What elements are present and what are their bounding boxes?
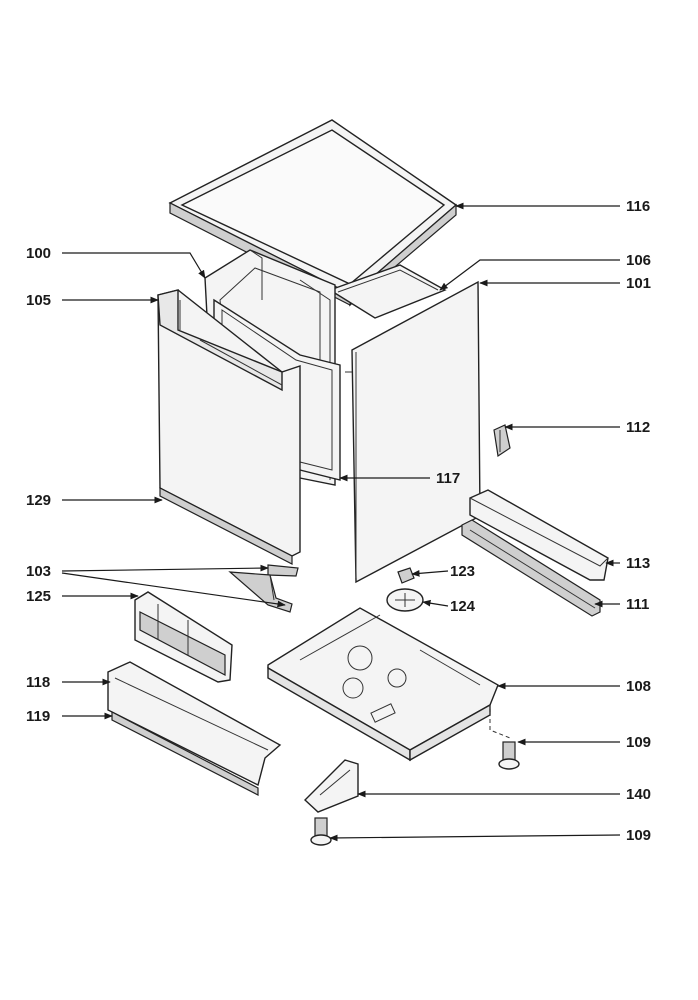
leader-100 [62,252,206,279]
label-108: 108 [626,678,651,695]
label-123: 123 [450,563,475,580]
callout-labels: 116 100 106 101 105 112 117 129 113 103 … [26,198,651,844]
part-125-control-module [134,591,233,683]
label-101: 101 [626,275,651,292]
leader-103a [61,564,269,572]
label-105: 105 [26,292,51,309]
label-118: 118 [26,674,50,691]
label-129: 129 [26,492,51,509]
leader-109b [329,834,621,842]
part-101-side-panel [345,280,481,584]
label-140: 140 [626,786,651,803]
part-109-foot-lower [310,817,332,846]
foot-alignment-line [489,705,511,739]
part-108-base-tray [267,607,499,762]
label-124: 124 [450,598,476,615]
part-140-foot-bracket [303,759,359,813]
label-109-lower: 109 [626,827,651,844]
label-125: 125 [26,588,51,605]
leader-124 [422,599,449,607]
part-124-round-cover [386,588,424,612]
part-118-kick-plate [107,661,282,787]
label-100: 100 [26,245,51,262]
leader-106 [439,259,620,291]
label-111: 111 [626,596,649,613]
label-113: 113 [626,555,650,572]
label-109-upper: 109 [626,734,651,751]
leader-103b [61,572,286,608]
label-112: 112 [626,419,650,436]
label-117: 117 [436,470,460,487]
leader-lines [61,202,621,842]
part-111-rail [461,519,601,617]
label-106: 106 [626,252,651,269]
leader-123 [411,570,449,577]
part-112-bracket [493,424,511,458]
label-103: 103 [26,563,51,580]
label-116: 116 [626,198,650,215]
part-103-hinges [228,564,299,613]
part-109-foot-upper [498,741,520,770]
label-119: 119 [26,708,50,725]
part-123-clip [397,567,415,584]
part-129-bottom-strip [159,487,293,565]
